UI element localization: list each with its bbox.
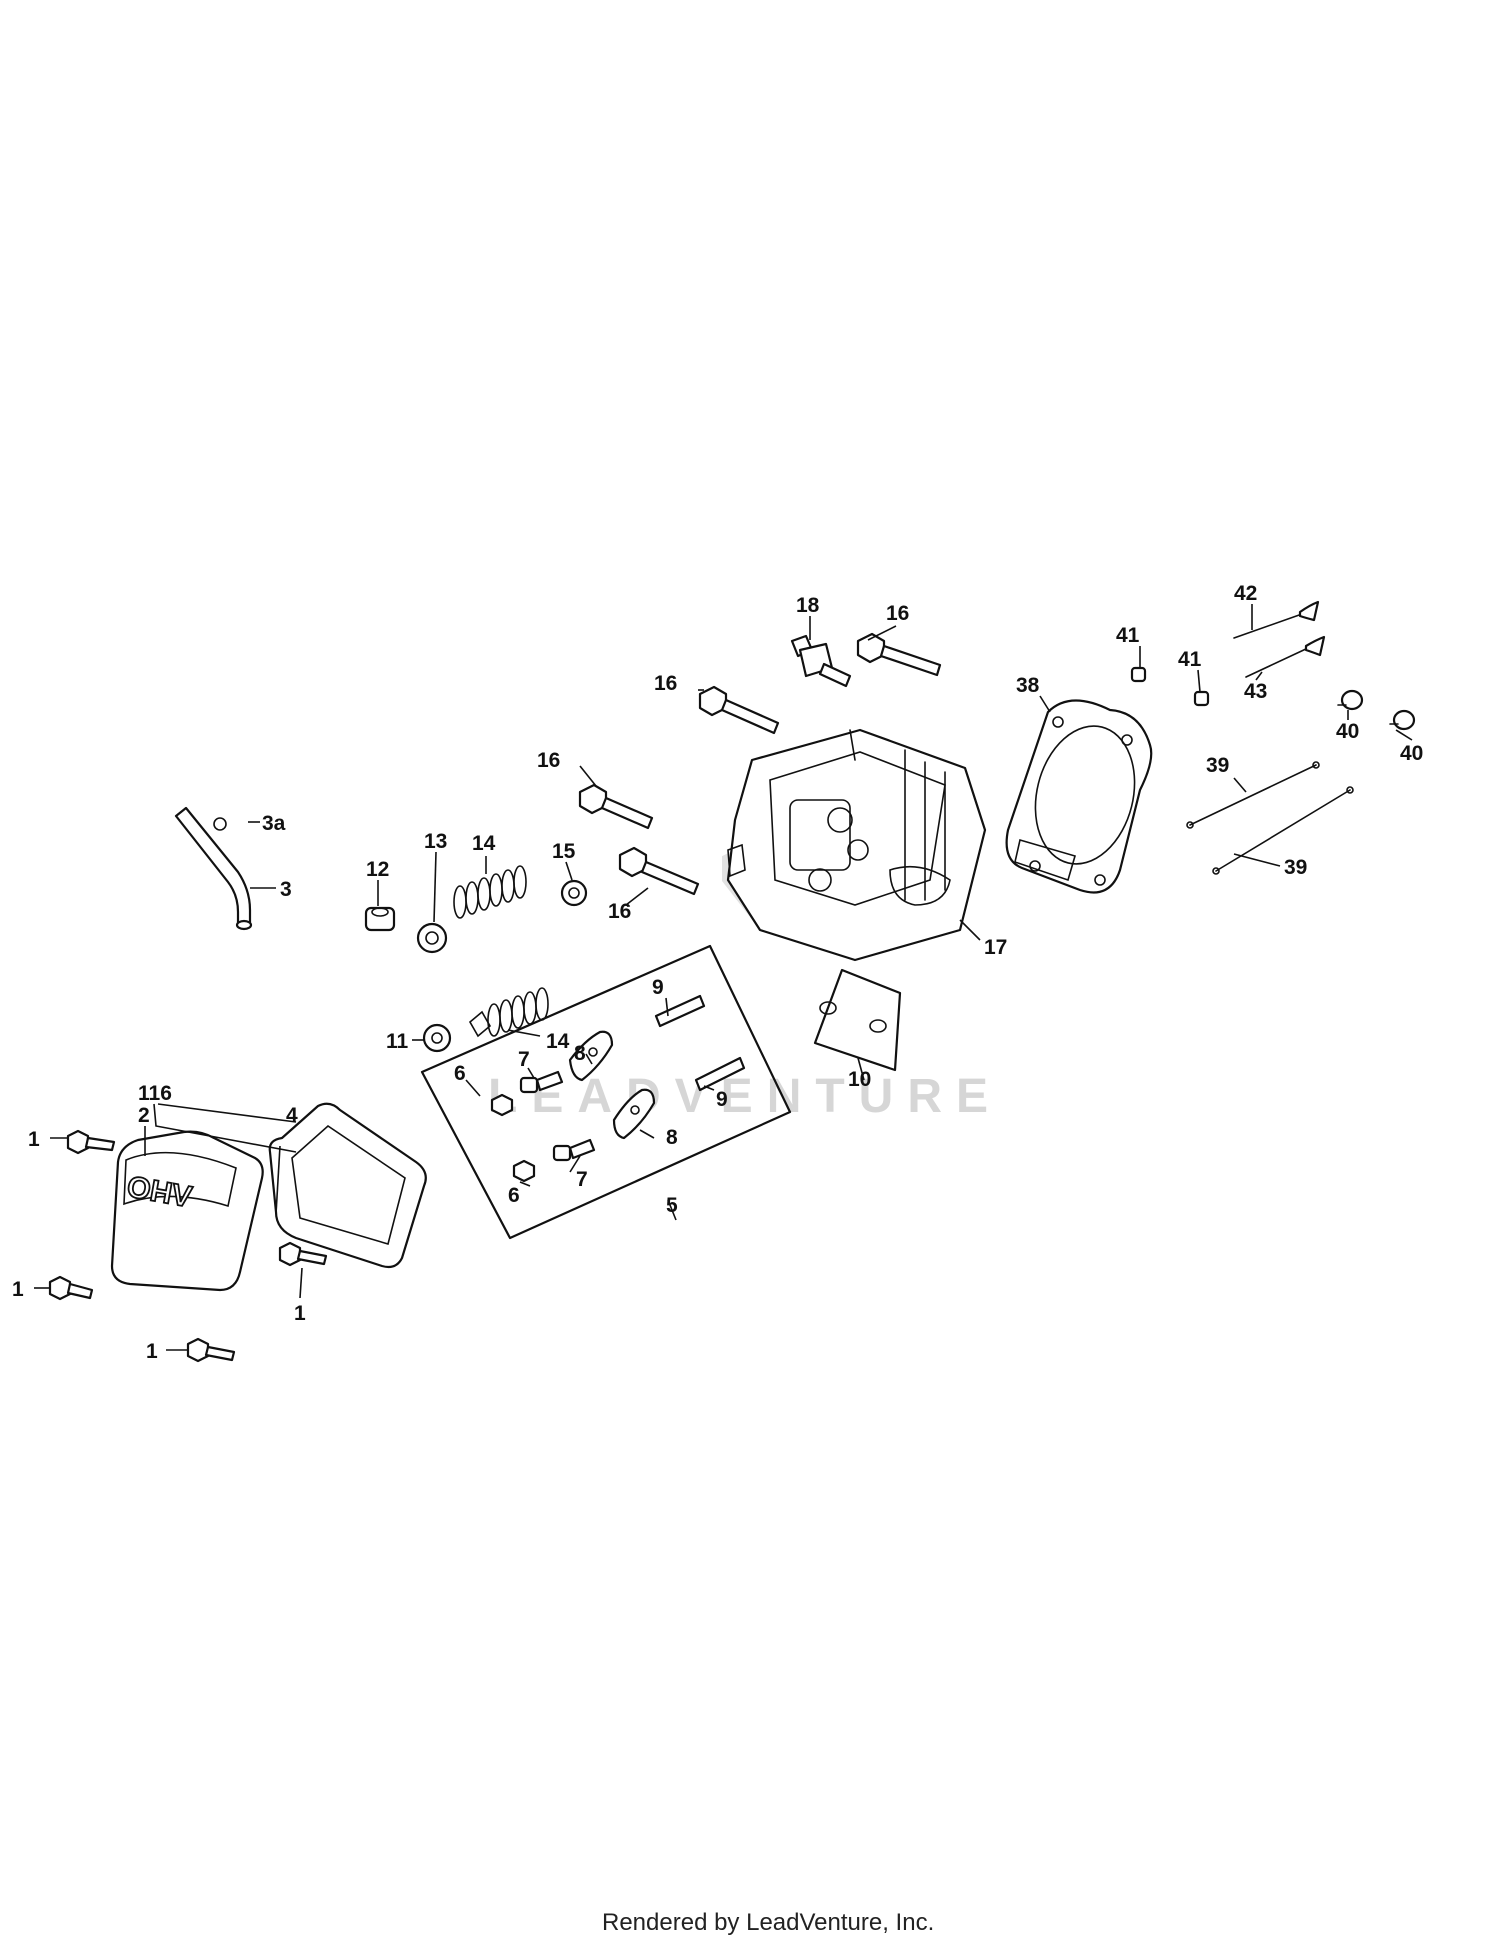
- callout-9: 9: [652, 976, 664, 999]
- part-14-valve-spring-lower[interactable]: [468, 987, 549, 1038]
- callout-41: 41: [1178, 648, 1202, 671]
- callout-3: 3: [280, 878, 292, 901]
- part-1-cover-bolt[interactable]: [66, 1129, 116, 1155]
- callout-116: 116: [138, 1082, 172, 1105]
- part-1-cover-bolt[interactable]: [278, 1241, 328, 1267]
- callout-1: 1: [146, 1340, 158, 1363]
- part-3-breather-tube[interactable]: [174, 806, 253, 931]
- callout-7: 7: [518, 1048, 530, 1071]
- callout-40: 40: [1400, 742, 1423, 765]
- callout-43: 43: [1244, 680, 1267, 703]
- part-9-stud[interactable]: [694, 1056, 746, 1092]
- callout-5: 5: [666, 1194, 678, 1217]
- part-7-pivot-bolt[interactable]: [519, 1070, 564, 1094]
- part-42-intake-valve[interactable]: [1233, 600, 1320, 639]
- part-17-cylinder-head[interactable]: [726, 728, 987, 962]
- part-40-tappet[interactable]: [1337, 689, 1364, 711]
- callout-16: 16: [608, 900, 631, 923]
- part-4-valve-cover-gasket[interactable]: [268, 1102, 427, 1269]
- callout-1: 1: [28, 1128, 40, 1151]
- callout-42: 42: [1234, 582, 1257, 605]
- part-1-cover-bolt[interactable]: [48, 1275, 94, 1301]
- part-3a-clip[interactable]: [213, 817, 227, 831]
- callout-16: 16: [654, 672, 677, 695]
- callout-15: 15: [552, 840, 576, 863]
- watermark: LEADVENTURE: [488, 836, 1002, 1123]
- callout-2: 2: [138, 1104, 150, 1127]
- callout-1: 1: [12, 1278, 24, 1301]
- callout-6: 6: [454, 1062, 466, 1085]
- callout-41: 41: [1116, 624, 1140, 647]
- callout-16: 16: [886, 602, 909, 625]
- callout-8: 8: [666, 1126, 678, 1149]
- part-39-push-rod[interactable]: [1186, 761, 1320, 829]
- part-38-head-gasket[interactable]: [1005, 699, 1153, 894]
- callout-9: 9: [716, 1088, 728, 1111]
- leader-lines: [34, 604, 1413, 1351]
- part-10-cover-plate[interactable]: [813, 968, 902, 1072]
- callout-18: 18: [796, 594, 820, 617]
- part-2-valve-cover[interactable]: OHV: [110, 1130, 264, 1292]
- part-16-head-bolt[interactable]: [856, 632, 942, 677]
- part-41-valve-keeper[interactable]: [1193, 690, 1210, 707]
- callout-40: 40: [1336, 720, 1359, 743]
- part-7-pivot-bolt[interactable]: [552, 1138, 596, 1162]
- callout-14: 14: [546, 1030, 570, 1053]
- footer-credit: Rendered by LeadVenture, Inc.: [602, 1909, 934, 1936]
- part-8-rocker-arm[interactable]: [612, 1088, 656, 1140]
- callout-labels: 3a 3 12 13 14 15 14 11 16 16 16 18 16 17…: [12, 582, 1423, 1363]
- part-1-cover-bolt[interactable]: [186, 1337, 236, 1363]
- part-11-retainer[interactable]: [422, 1023, 452, 1053]
- part-18-spark-plug[interactable]: [790, 634, 852, 688]
- part-41-valve-keeper[interactable]: [1130, 666, 1147, 683]
- part-6-nut[interactable]: [512, 1159, 536, 1183]
- part-12-nut[interactable]: [364, 906, 396, 932]
- part-6-nut[interactable]: [490, 1093, 514, 1117]
- part-13-retainer[interactable]: [416, 922, 448, 954]
- callout-39: 39: [1284, 856, 1307, 879]
- callout-38: 38: [1016, 674, 1040, 697]
- callout-39: 39: [1206, 754, 1229, 777]
- callout-6: 6: [508, 1184, 520, 1207]
- callout-1: 1: [294, 1302, 306, 1325]
- callout-10: 10: [848, 1068, 871, 1091]
- callout-16: 16: [537, 749, 560, 772]
- callout-8: 8: [574, 1042, 586, 1065]
- callout-4: 4: [286, 1104, 298, 1127]
- part-39-push-rod[interactable]: [1212, 786, 1354, 875]
- callout-13: 13: [424, 830, 447, 853]
- part-16-head-bolt[interactable]: [698, 685, 780, 735]
- part-5-rocker-arm-kit[interactable]: [420, 944, 792, 1240]
- callout-14: 14: [472, 832, 496, 855]
- watermark-text: LEADVENTURE: [488, 1070, 1002, 1123]
- part-16-head-bolt[interactable]: [578, 783, 654, 830]
- callout-12: 12: [366, 858, 389, 881]
- part-9-stud[interactable]: [654, 994, 706, 1028]
- part-14-valve-spring-upper[interactable]: [453, 865, 527, 919]
- part-8-rocker-arm[interactable]: [568, 1030, 614, 1082]
- callout-3a: 3a: [262, 812, 286, 835]
- callout-7: 7: [576, 1168, 588, 1191]
- part-16-head-bolt[interactable]: [618, 846, 700, 896]
- part-15-retainer[interactable]: [560, 879, 588, 907]
- callout-11: 11: [386, 1030, 409, 1053]
- part-40-tappet[interactable]: [1389, 709, 1416, 731]
- callout-17: 17: [984, 936, 1007, 959]
- part-43-exhaust-valve[interactable]: [1245, 635, 1326, 678]
